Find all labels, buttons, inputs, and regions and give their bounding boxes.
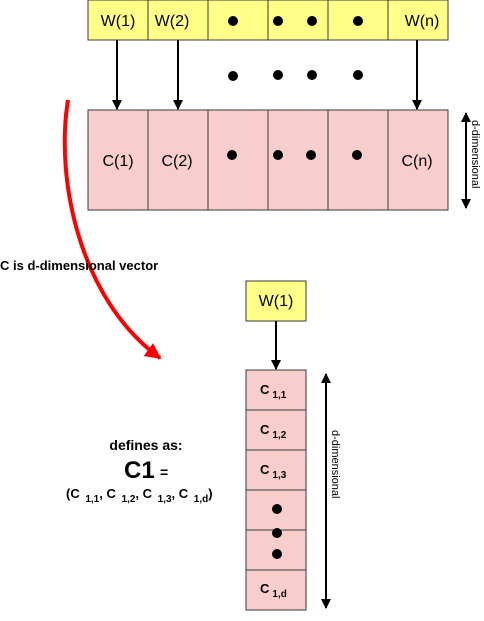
definition-equals: = (160, 464, 168, 480)
ellipsis-dot (272, 504, 282, 514)
c-cell-4 (267, 109, 329, 211)
ellipsis-dot (306, 150, 316, 160)
ellipsis-dot (227, 150, 237, 160)
detail-w-box (245, 280, 307, 322)
definition-tuple: (C 1,1, C 1,2, C 1,3, C 1,d) (66, 486, 213, 505)
w-label-1: W(1) (101, 13, 136, 30)
ellipsis-dot (272, 549, 282, 559)
ellipsis-dot (307, 16, 317, 26)
c-cell-3 (207, 109, 269, 211)
detail-cell-2 (245, 409, 307, 451)
ellipsis-dot (307, 70, 317, 80)
w-label-n: W(n) (405, 13, 440, 30)
dimension-label-top: d-dimensional (469, 120, 481, 188)
detail-cell-d (245, 569, 307, 611)
c-cell-2 (147, 109, 209, 211)
w-cell-1 (87, 0, 149, 41)
c-cell-1 (87, 109, 149, 211)
c-label-n: C(n) (401, 153, 432, 170)
c-label-2: C(2) (161, 153, 192, 170)
middle-ellipsis (228, 70, 363, 81)
c-cell-5 (327, 109, 389, 211)
definition-symbol: C1 (124, 457, 155, 484)
ellipsis-dot (352, 150, 362, 160)
ellipsis-dot (353, 70, 363, 80)
ellipsis-dot (273, 16, 283, 26)
w-row: W(1) W(2) W(n) (87, 0, 449, 41)
red-curved-arrow (62, 99, 162, 360)
ellipsis-dot (273, 150, 283, 160)
detail-cell-1 (245, 369, 307, 411)
c-row: C(1) C(2) C(n) (87, 109, 449, 211)
detail-cell-4 (245, 489, 307, 531)
w-cell-3 (207, 0, 269, 41)
dimension-label-detail: d-dimensional (329, 430, 341, 498)
w-label-2: W(2) (155, 13, 190, 30)
c-label-1: C(1) (102, 153, 133, 170)
w-cell-2 (147, 0, 209, 41)
ellipsis-dot (228, 71, 238, 81)
c-cell-n (387, 109, 449, 211)
detail-w-label: W(1) (259, 293, 294, 310)
ellipsis-dot (228, 16, 238, 26)
ellipsis-dot (272, 528, 282, 538)
ellipsis-dot (273, 70, 283, 80)
w-cell-n (387, 0, 449, 41)
ellipsis-dot (353, 16, 363, 26)
definition-line1: defines as: (109, 437, 182, 453)
curve-label: C is d-dimensional vector (0, 258, 158, 273)
